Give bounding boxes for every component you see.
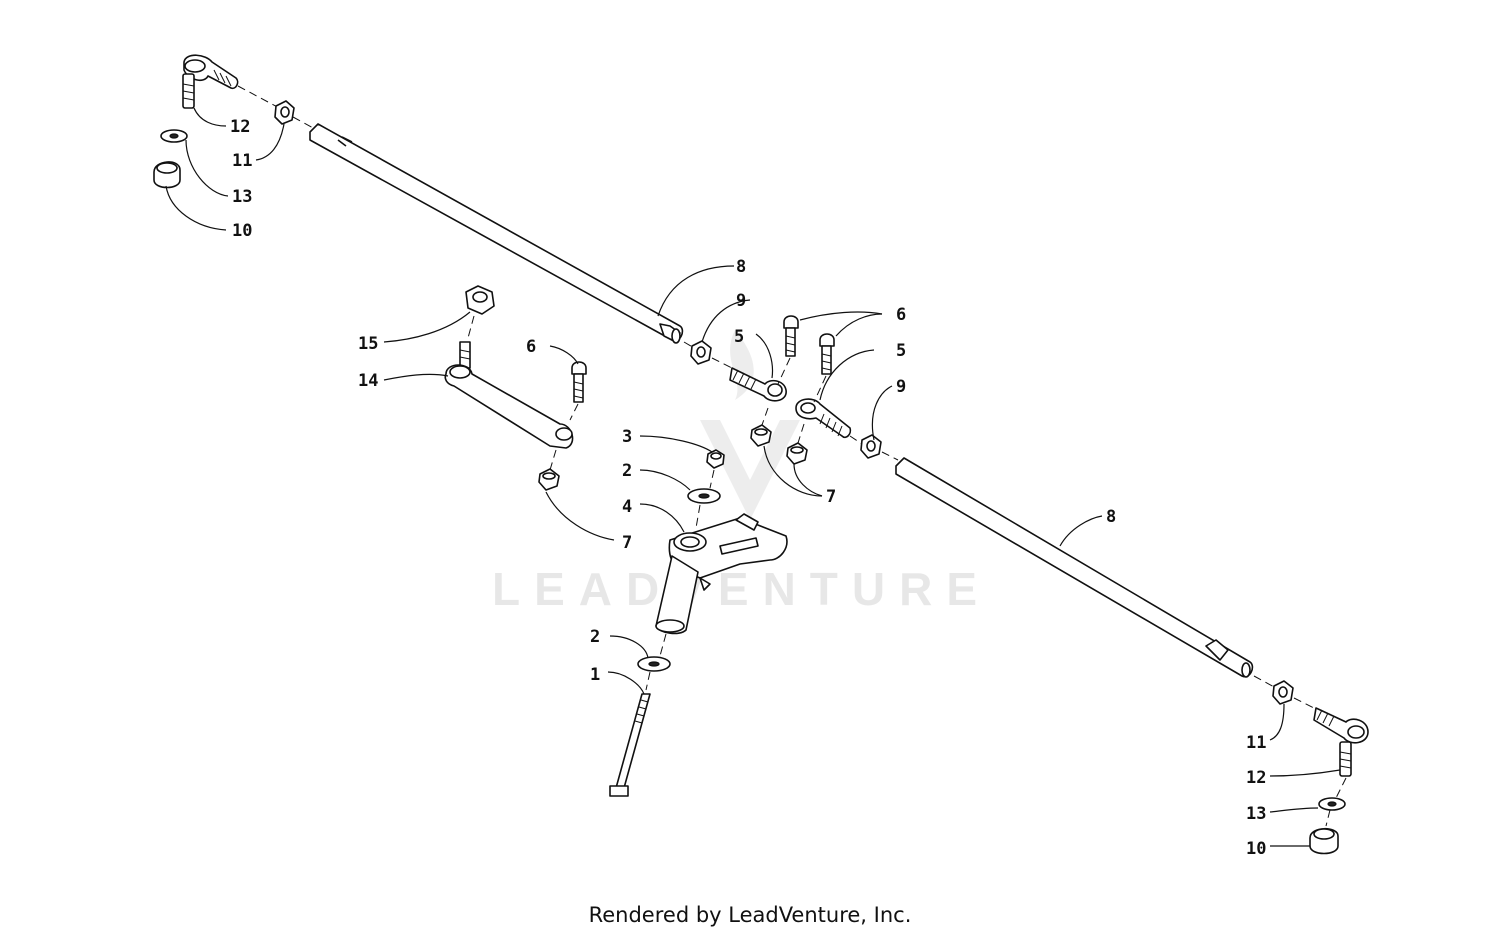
callout-11-top: 11 [232, 151, 252, 171]
callout-9-right: 9 [896, 377, 906, 397]
flange-nut-upper-left [153, 161, 181, 189]
nyloc-nut-center-right [786, 423, 808, 465]
watermark: LEADVENTURE [492, 330, 991, 615]
callout-12-bottom: 12 [1246, 768, 1266, 788]
callout-numbers: 12 11 13 10 8 9 6 5 5 9 15 14 6 3 2 4 7 … [230, 117, 1266, 859]
bolt-center-upper [777, 315, 799, 385]
tie-rod-end-lower-right [1313, 707, 1369, 777]
callout-1: 1 [590, 665, 600, 685]
tie-rod-lower [895, 457, 1277, 689]
callout-5-right: 5 [896, 341, 906, 361]
callout-12-top: 12 [230, 117, 250, 137]
nyloc-nut-center-left [750, 407, 772, 447]
bolt-center-lower [813, 333, 835, 403]
drag-link-assembly [444, 285, 587, 491]
callout-6-left: 6 [526, 337, 536, 357]
callout-9-left: 9 [736, 291, 746, 311]
lower-right-tie-rod-end-assembly [1272, 680, 1369, 855]
washer-2-upper [687, 488, 721, 504]
jam-nut-center-right [849, 434, 899, 461]
callout-7-right: 7 [826, 487, 836, 507]
upper-left-tie-rod-end-assembly [153, 54, 316, 189]
callout-2-top: 2 [622, 461, 632, 481]
flange-nut-lower-right [1309, 827, 1339, 855]
jam-nut-lower-right [1272, 680, 1294, 705]
callout-10-bottom: 10 [1246, 839, 1266, 859]
callout-10-top: 10 [232, 221, 252, 241]
callout-8-bottom: 8 [1106, 507, 1116, 527]
lock-nut-15 [465, 285, 495, 315]
watermark-text: LEADVENTURE [492, 563, 991, 615]
callout-14: 14 [358, 371, 378, 391]
pivot-bracket-4 [655, 513, 788, 635]
callout-7-left: 7 [622, 533, 632, 553]
leader-lines [165, 107, 1341, 847]
nyloc-nut-drag-link [538, 468, 560, 491]
drag-link-14 [444, 341, 574, 449]
callout-5-left: 5 [734, 327, 744, 347]
nut-3 [706, 449, 725, 469]
rendered-by-footer: Rendered by LeadVenture, Inc. [588, 903, 912, 927]
bolt-1 [609, 693, 651, 797]
washer-lower-right [1318, 797, 1346, 811]
callout-13-top: 13 [232, 187, 252, 207]
pivot-assembly [609, 449, 788, 797]
center-rod-end-right [795, 398, 852, 439]
washer-upper-left [160, 129, 188, 143]
callout-6-right: 6 [896, 305, 906, 325]
callout-3: 3 [622, 427, 632, 447]
callout-8-top: 8 [736, 257, 746, 277]
center-rod-end-left [729, 367, 787, 402]
tie-rod-end-upper-left [182, 54, 239, 109]
jam-nut-upper-left [274, 100, 295, 125]
jam-nut-center-left [690, 340, 733, 369]
callout-11-bottom: 11 [1246, 733, 1266, 753]
callout-13-bottom: 13 [1246, 804, 1266, 824]
washer-2-lower [637, 656, 671, 672]
bolt-drag-link [569, 361, 587, 421]
tie-rod-upper [309, 123, 697, 350]
callout-2-bottom: 2 [590, 627, 600, 647]
callout-15: 15 [358, 334, 378, 354]
callout-4: 4 [622, 497, 632, 517]
